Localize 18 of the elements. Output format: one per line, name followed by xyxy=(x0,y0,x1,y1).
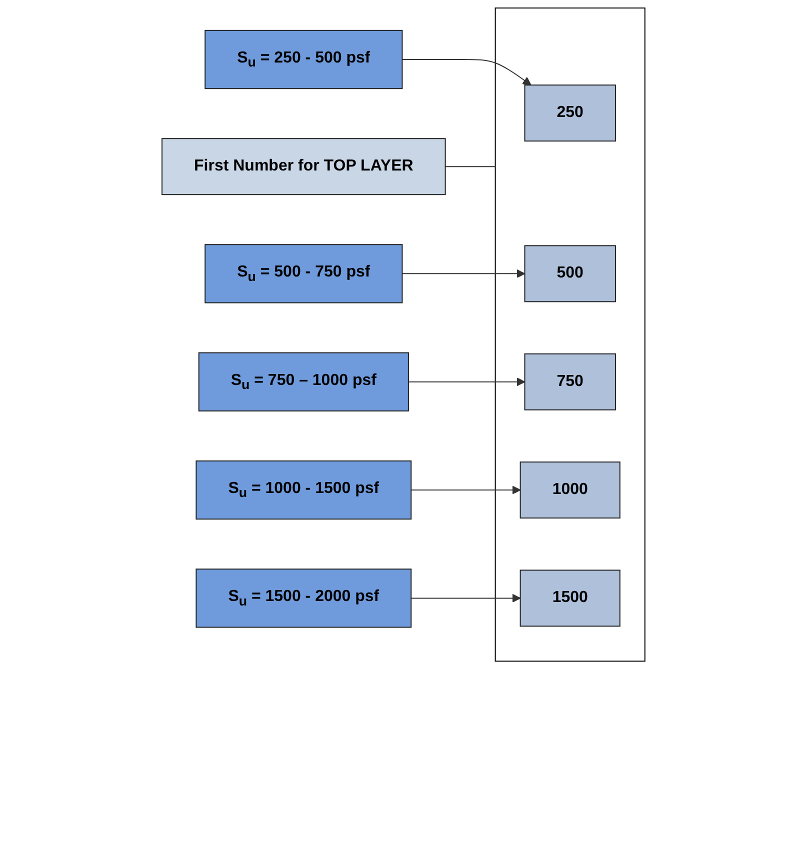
node-box: S$_{u}$ = 1500 - 2000 psf xyxy=(196,568,412,628)
node-box: S$_{u}$ = 750 – 1000 psf xyxy=(198,352,409,412)
node-box: 750 xyxy=(524,353,616,410)
node-box: S$_{u}$ = 250 - 500 psf xyxy=(204,30,403,90)
node-box: S$_{u}$ = 1000 - 1500 psf xyxy=(196,460,412,520)
node-box: 500 xyxy=(524,245,616,302)
cluster xyxy=(494,8,646,662)
arrow xyxy=(410,486,521,494)
arrow xyxy=(408,377,526,386)
node-box: 1500 xyxy=(520,570,620,627)
node-box: 1000 xyxy=(520,462,620,519)
arrow xyxy=(402,269,526,278)
node-box: 250 xyxy=(524,84,616,142)
arrow xyxy=(410,594,521,603)
node-box: S$_{u}$ = 500 - 750 psf xyxy=(204,244,403,304)
node-box: First Number for TOP LAYER xyxy=(162,138,446,196)
arrow xyxy=(402,59,532,86)
connector xyxy=(444,166,496,168)
